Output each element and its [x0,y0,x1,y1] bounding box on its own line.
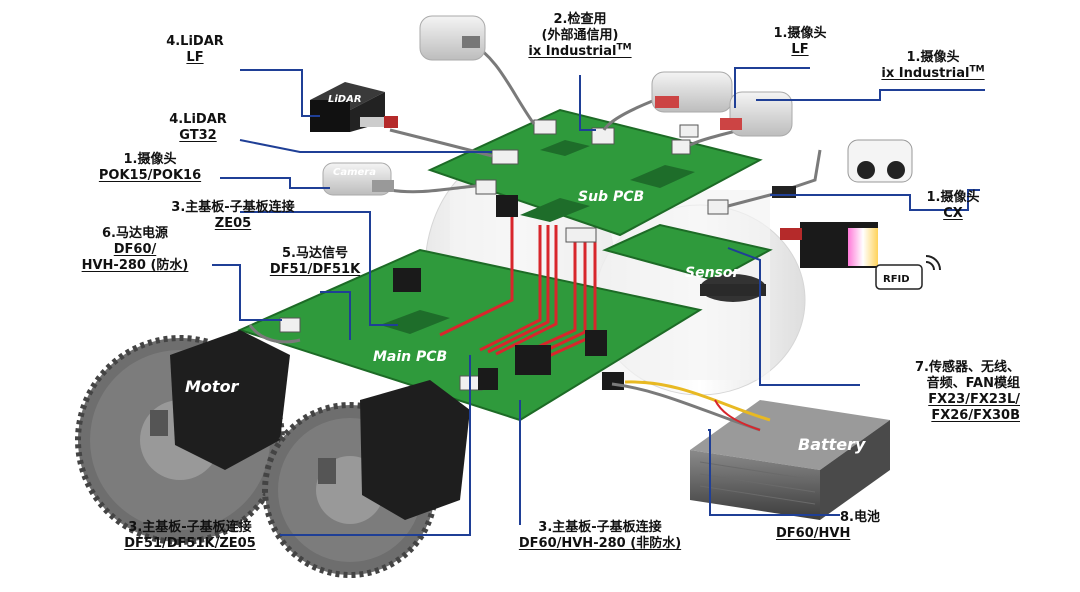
callout-part-wrap: ix IndustrialTM [520,42,640,60]
motor-body-left [170,330,290,470]
callout-part-wrap: ix IndustrialTM [868,64,998,82]
callout-subtitle: (外部通信用) [541,28,619,43]
callout-part: FX23/FX23L/ [928,392,1020,407]
lidar-lf-device [310,82,398,132]
callout-inspection: 2.检查用 (外部通信用) ix IndustrialTM [520,12,640,60]
callout-part: POK15/POK16 [98,168,202,183]
callout-title: 4.LiDAR [166,34,224,49]
callout-title: 2.检查用 [553,12,607,27]
callout-title: 4.LiDAR [169,112,227,127]
camera-pok-device [322,162,394,196]
callout-line2: 音频、FAN模组 [926,376,1020,391]
main-pcb-label: Main PCB [373,349,447,365]
callout-part: DF60/HVH [776,526,851,541]
callout-camera-lf: 1.摄像头 LF [760,26,840,58]
camera-stereo-device [772,139,913,198]
callout-part: ZE05 [214,216,252,231]
pcb-chips [380,140,695,334]
callout-motor-power: 6.马达电源 DF60/ HVH-280 (防水) [60,226,210,274]
camera-top-device [419,15,486,61]
callout-part: DF51/DF51K [269,262,361,277]
callout-title: 5.马达信号 [282,246,348,261]
callout-board-ze05: 3.主基板-子基板连接 ZE05 [148,200,318,232]
callout-sensors: 7.传感器、无线、 音频、FAN模组 FX23/FX23L/ FX26/FX30… [870,360,1020,424]
connectors [279,119,729,391]
callout-part: ix Industrial [528,44,617,59]
lidar-label: LiDAR [328,94,362,105]
callout-part: ix Industrial [881,66,970,81]
sub-pcb-label: Sub PCB [578,189,644,205]
black-connectors [393,195,624,390]
sensor-label: Sensor [685,265,740,281]
callout-part2: FX26/FX30B [931,408,1020,423]
camera-cx-device [780,222,878,268]
callout-title: 1.摄像头 [123,152,177,167]
motor-label: Motor [185,377,240,396]
callout-title: 7.传感器、无线、 [915,360,1020,375]
rfid-tag [875,255,941,290]
callout-part: DF60/HVH-280 (非防水) [518,536,682,551]
battery-pack [690,400,890,520]
callout-part: LF [186,50,204,65]
camera-ix-device [720,91,793,137]
motor-body-right [360,380,470,520]
rfid-label: RFID [883,274,910,285]
callout-lidar-lf: 4.LiDAR LF [155,34,235,66]
callout-battery: 8.电池 DF60/HVH [776,510,880,542]
callout-camera-ix: 1.摄像头 ix IndustrialTM [868,50,998,82]
callout-title: 1.摄像头 [773,26,827,41]
sensor-pcb-board [602,223,773,282]
callout-title: 1.摄像头 [906,50,960,65]
callout-part: GT32 [179,128,217,143]
battery-label: Battery [798,435,866,454]
trademark-mark: TM [616,42,632,53]
callout-motor-signal: 5.马达信号 DF51/DF51K [255,246,375,278]
callout-title: 3.主基板-子基板连接 [171,200,295,215]
callout-camera-cx: 1.摄像头 CX [918,190,988,222]
callout-part: CX [943,206,963,221]
callout-board-df51: 3.主基板-子基板连接 DF51/DF51K/ZE05 [100,520,280,552]
callout-board-df60: 3.主基板-子基板连接 DF60/HVH-280 (非防水) [490,520,710,552]
callout-lidar-gt32: 4.LiDAR GT32 [158,112,238,144]
callout-title: 3.主基板-子基板连接 [538,520,662,535]
callout-part: HVH-280 (防水) [81,258,189,273]
leader-lines [212,67,985,536]
callout-line2: DF60/ [113,242,157,257]
callout-camera-pok: 1.摄像头 POK15/POK16 [80,152,220,184]
callout-title: 3.主基板-子基板连接 [128,520,252,535]
callout-title: 6.马达电源 [102,226,168,241]
trademark-mark: TM [969,64,985,75]
callout-part: DF51/DF51K/ZE05 [124,536,256,551]
callout-title: 1.摄像头 [926,190,980,205]
callout-part: LF [791,42,809,57]
camera-label: Camera [333,167,376,178]
camera-lf-device [651,71,733,113]
callout-title: 8.电池 [840,510,880,525]
